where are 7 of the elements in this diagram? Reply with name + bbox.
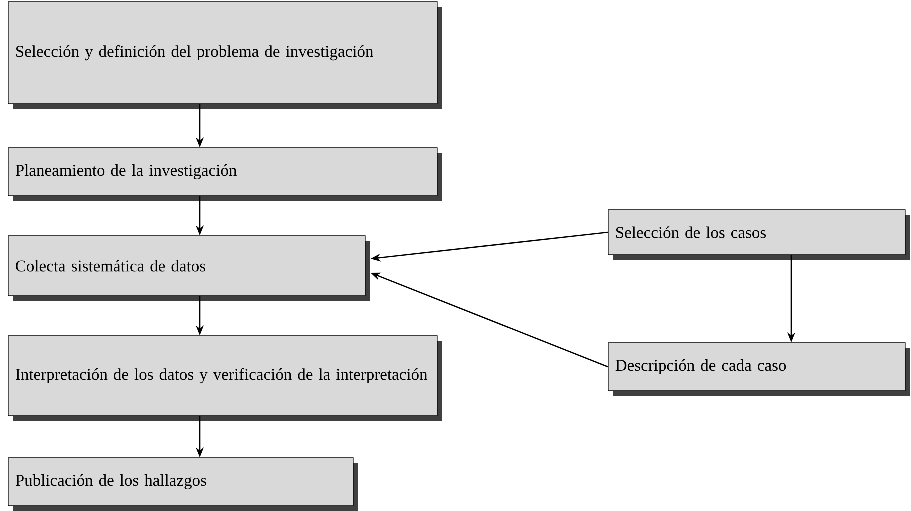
process-box: Publicación de los hallazgos (8, 458, 358, 511)
process-box: Interpretación de los datos y verificación de la interpretación (8, 336, 442, 421)
process-box: Selección de los casos (608, 210, 910, 260)
process-box: Descripción de cada caso (608, 342, 910, 396)
process-box: Colecta sistemática de datos (8, 236, 370, 301)
process-box: Selección y definición del problema de investigación (8, 2, 442, 109)
process-box: Planeamiento de la investigación (8, 148, 442, 201)
